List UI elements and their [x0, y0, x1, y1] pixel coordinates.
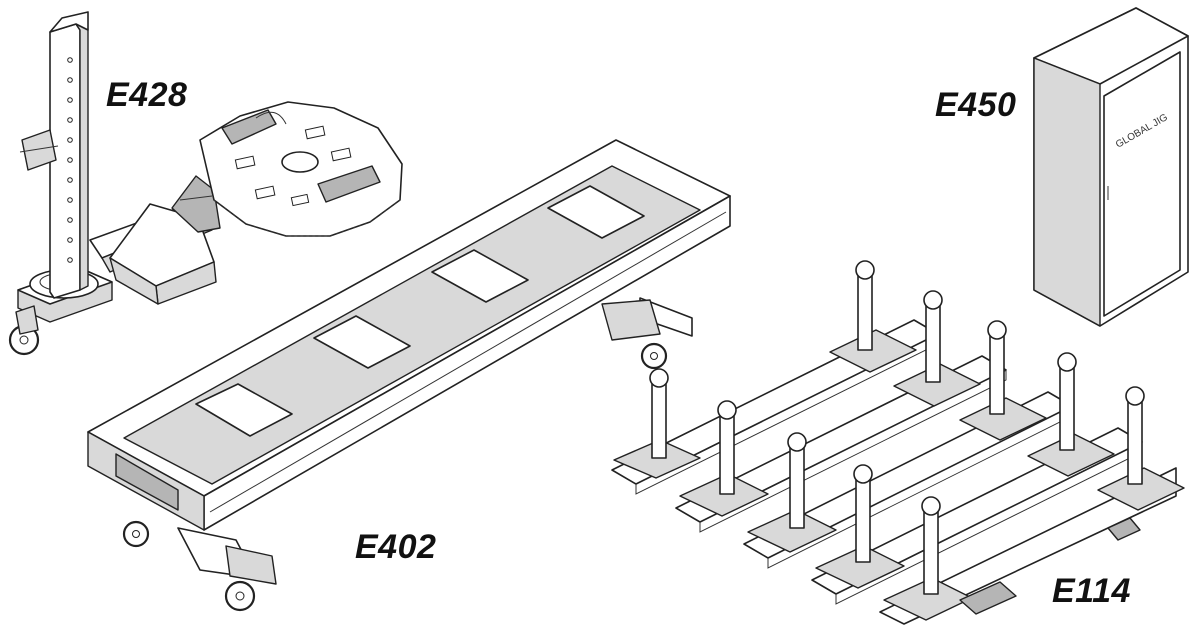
label-e402: E402 [355, 528, 437, 566]
e114-rail-set [611, 260, 1185, 625]
column-holes [67, 57, 73, 263]
e428-rotating-plate [199, 101, 403, 237]
label-e114: E114 [1052, 572, 1131, 610]
e428-measuring-tower [8, 11, 221, 356]
e114-towers [613, 260, 1185, 621]
e402-bench-frame [87, 139, 731, 612]
label-e428: E428 [106, 76, 188, 114]
label-e450: E450 [935, 86, 1017, 124]
e450-cabinet: GLOBAL JIG [1033, 7, 1189, 327]
